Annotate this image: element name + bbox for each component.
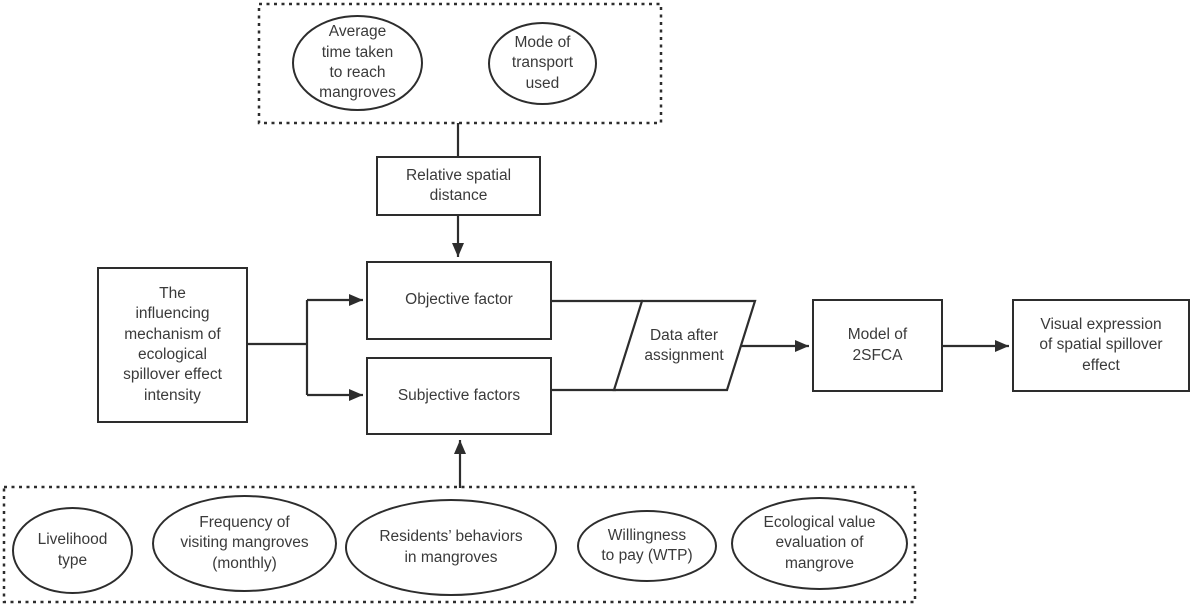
- box-visual-expression-label: Visual expression of spatial spillover e…: [1039, 315, 1163, 374]
- ellipse-visit-frequency: Frequency of visiting mangroves (monthly…: [152, 495, 337, 592]
- ellipse-livelihood-type: Livelihood type: [12, 507, 133, 594]
- ellipse-livelihood-type-label: Livelihood type: [37, 531, 108, 569]
- ellipse-residents-behaviors: Residents’ behaviors in mangroves: [345, 499, 557, 596]
- box-objective-factor: Objective factor: [366, 261, 552, 340]
- box-model-2sfca: Model of 2SFCA: [812, 299, 943, 392]
- ellipse-transport-mode: Mode of transport used: [488, 22, 597, 105]
- box-visual-expression: Visual expression of spatial spillover e…: [1012, 299, 1190, 392]
- box-influencing-mechanism-label: The influencing mechanism of ecological …: [123, 284, 222, 404]
- box-model-2sfca-label: Model of 2SFCA: [847, 326, 908, 364]
- ellipse-willingness-to-pay-label: Willingness to pay (WTP): [601, 526, 693, 564]
- data-after-assignment-text: Data after assignment: [644, 326, 724, 364]
- ellipse-willingness-to-pay: Willingness to pay (WTP): [577, 510, 717, 582]
- ellipse-residents-behaviors-label: Residents’ behaviors in mangroves: [379, 528, 523, 566]
- ellipse-ecological-value: Ecological value evaluation of mangrove: [731, 497, 908, 590]
- ellipse-visit-frequency-label: Frequency of visiting mangroves (monthly…: [180, 513, 309, 572]
- box-relative-spatial-distance-label: Relative spatial distance: [405, 166, 512, 204]
- data-after-assignment-label: Data after assignment: [599, 318, 769, 374]
- box-relative-spatial-distance: Relative spatial distance: [376, 156, 541, 216]
- ellipse-average-time-label: Average time taken to reach mangroves: [319, 23, 396, 102]
- ellipse-ecological-value-label: Ecological value evaluation of mangrove: [763, 513, 876, 572]
- box-influencing-mechanism: The influencing mechanism of ecological …: [97, 267, 248, 423]
- parallelogram-data-after-assignment: [612, 299, 757, 392]
- dashed-frame-objective-inputs: [257, 2, 663, 125]
- ellipse-average-time: Average time taken to reach mangroves: [292, 15, 423, 111]
- box-objective-factor-label: Objective factor: [405, 291, 513, 309]
- box-subjective-factors: Subjective factors: [366, 357, 552, 435]
- ellipse-transport-mode-label: Mode of transport used: [511, 33, 574, 92]
- dashed-frame-subjective-inputs: [2, 485, 917, 604]
- box-subjective-factors-label: Subjective factors: [397, 386, 521, 404]
